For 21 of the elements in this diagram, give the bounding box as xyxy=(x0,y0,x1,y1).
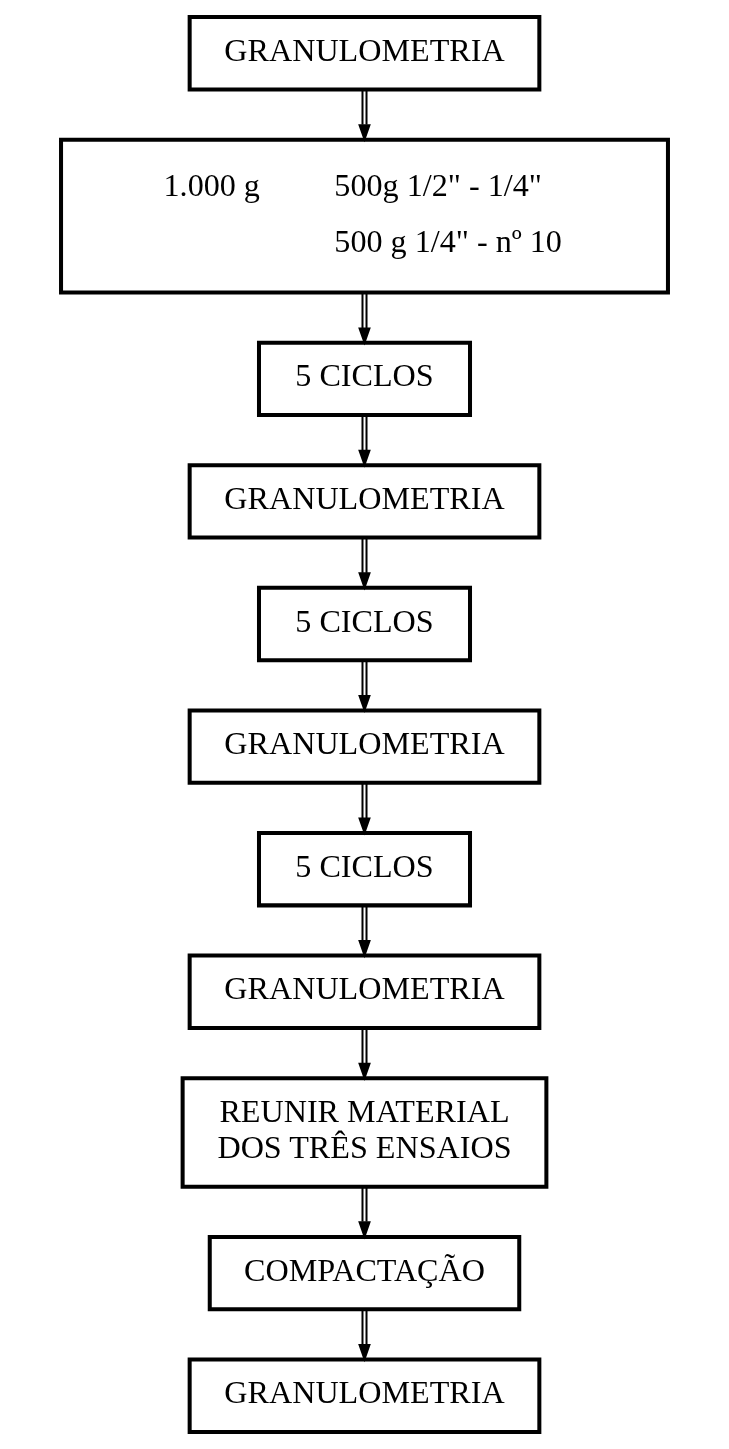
node-box: 5 CICLOS xyxy=(257,585,472,663)
node-box: GRANULOMETRIA xyxy=(187,708,542,785)
arrow xyxy=(358,537,371,591)
arrow xyxy=(358,1028,371,1081)
node-box: COMPACTAÇÃO xyxy=(207,1234,522,1312)
arrow xyxy=(358,660,371,713)
arrow xyxy=(358,782,371,836)
node-box: 5 CICLOS xyxy=(257,831,472,908)
arrow xyxy=(358,1186,371,1240)
arrow xyxy=(358,1309,371,1363)
arrow xyxy=(358,415,371,468)
node-box: GRANULOMETRIA xyxy=(187,15,542,92)
arrow xyxy=(358,292,371,346)
arrow xyxy=(358,905,371,959)
node-box: GRANULOMETRIA xyxy=(187,953,542,1030)
node-box: GRANULOMETRIA xyxy=(187,1357,542,1434)
arrow xyxy=(358,89,371,143)
node-box: GRANULOMETRIA xyxy=(187,463,542,540)
node-box: REUNIR MATERIAL DOS TRÊS ENSAIOS xyxy=(180,1076,549,1189)
node-box: 1.000 g 500g 1/2" - 1/4" 500 g 1/4" - nº 10 xyxy=(59,137,670,295)
node-box: 5 CICLOS xyxy=(257,340,472,417)
